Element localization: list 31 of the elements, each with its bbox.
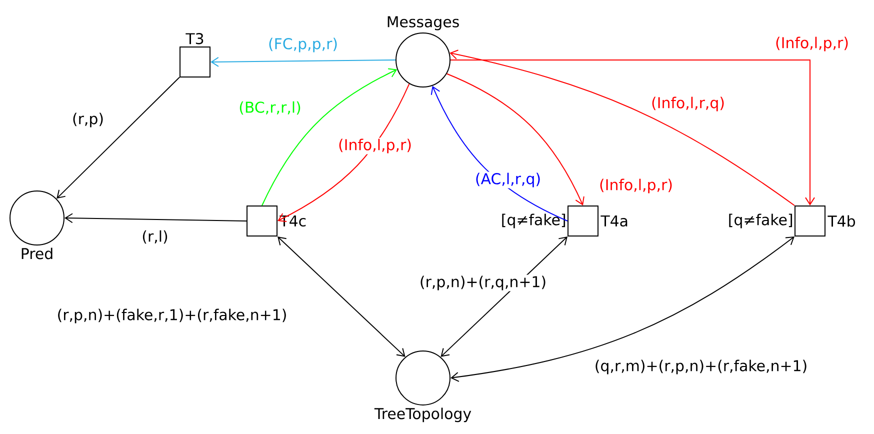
edge-label: (r,p): [71, 112, 106, 128]
guard-label: [q≠fake]: [729, 214, 792, 228]
arrow: [262, 68, 398, 206]
edge-label: (FC,p,p,r): [266, 36, 340, 54]
edge-label: (Info,l,r,q): [650, 96, 726, 112]
edge-label: (Info,l,p,r): [337, 138, 413, 154]
arrow: [430, 86, 568, 222]
arrow: [64, 213, 247, 224]
edge-label: (Info,l,p,r): [774, 36, 850, 52]
arrow: [440, 236, 568, 357]
arrow: [210, 56, 396, 67]
edge-label: (r,p,n)+(fake,r,1)+(r,fake,n+1): [56, 308, 288, 324]
arrow: [450, 236, 794, 382]
node-label: Messages: [388, 16, 459, 30]
arrow: [446, 73, 584, 206]
edge-label: (r,l): [140, 229, 170, 245]
arrow: [56, 76, 180, 199]
edge-label: (q,r,m)+(r,p,n)+(r,fake,n+1): [593, 358, 809, 376]
arrow: [278, 236, 406, 357]
edge-label: (AC,l,r,q): [474, 172, 542, 188]
arrow: [278, 83, 410, 222]
node-label: TreeTopology: [374, 408, 472, 422]
edge-label: (BC,r,r,l): [238, 100, 302, 116]
node-label: T4c: [280, 215, 306, 227]
edge-label: (r,p,n)+(r,q,n+1): [418, 274, 548, 292]
node-label: T4b: [828, 215, 855, 227]
node-label: T3: [186, 33, 204, 44]
node-label: T4a: [600, 215, 628, 227]
guard-label: [q≠fake]: [502, 214, 566, 228]
edge-label: (Info,l,p,r): [598, 178, 674, 194]
node-label: Pred: [22, 248, 52, 260]
